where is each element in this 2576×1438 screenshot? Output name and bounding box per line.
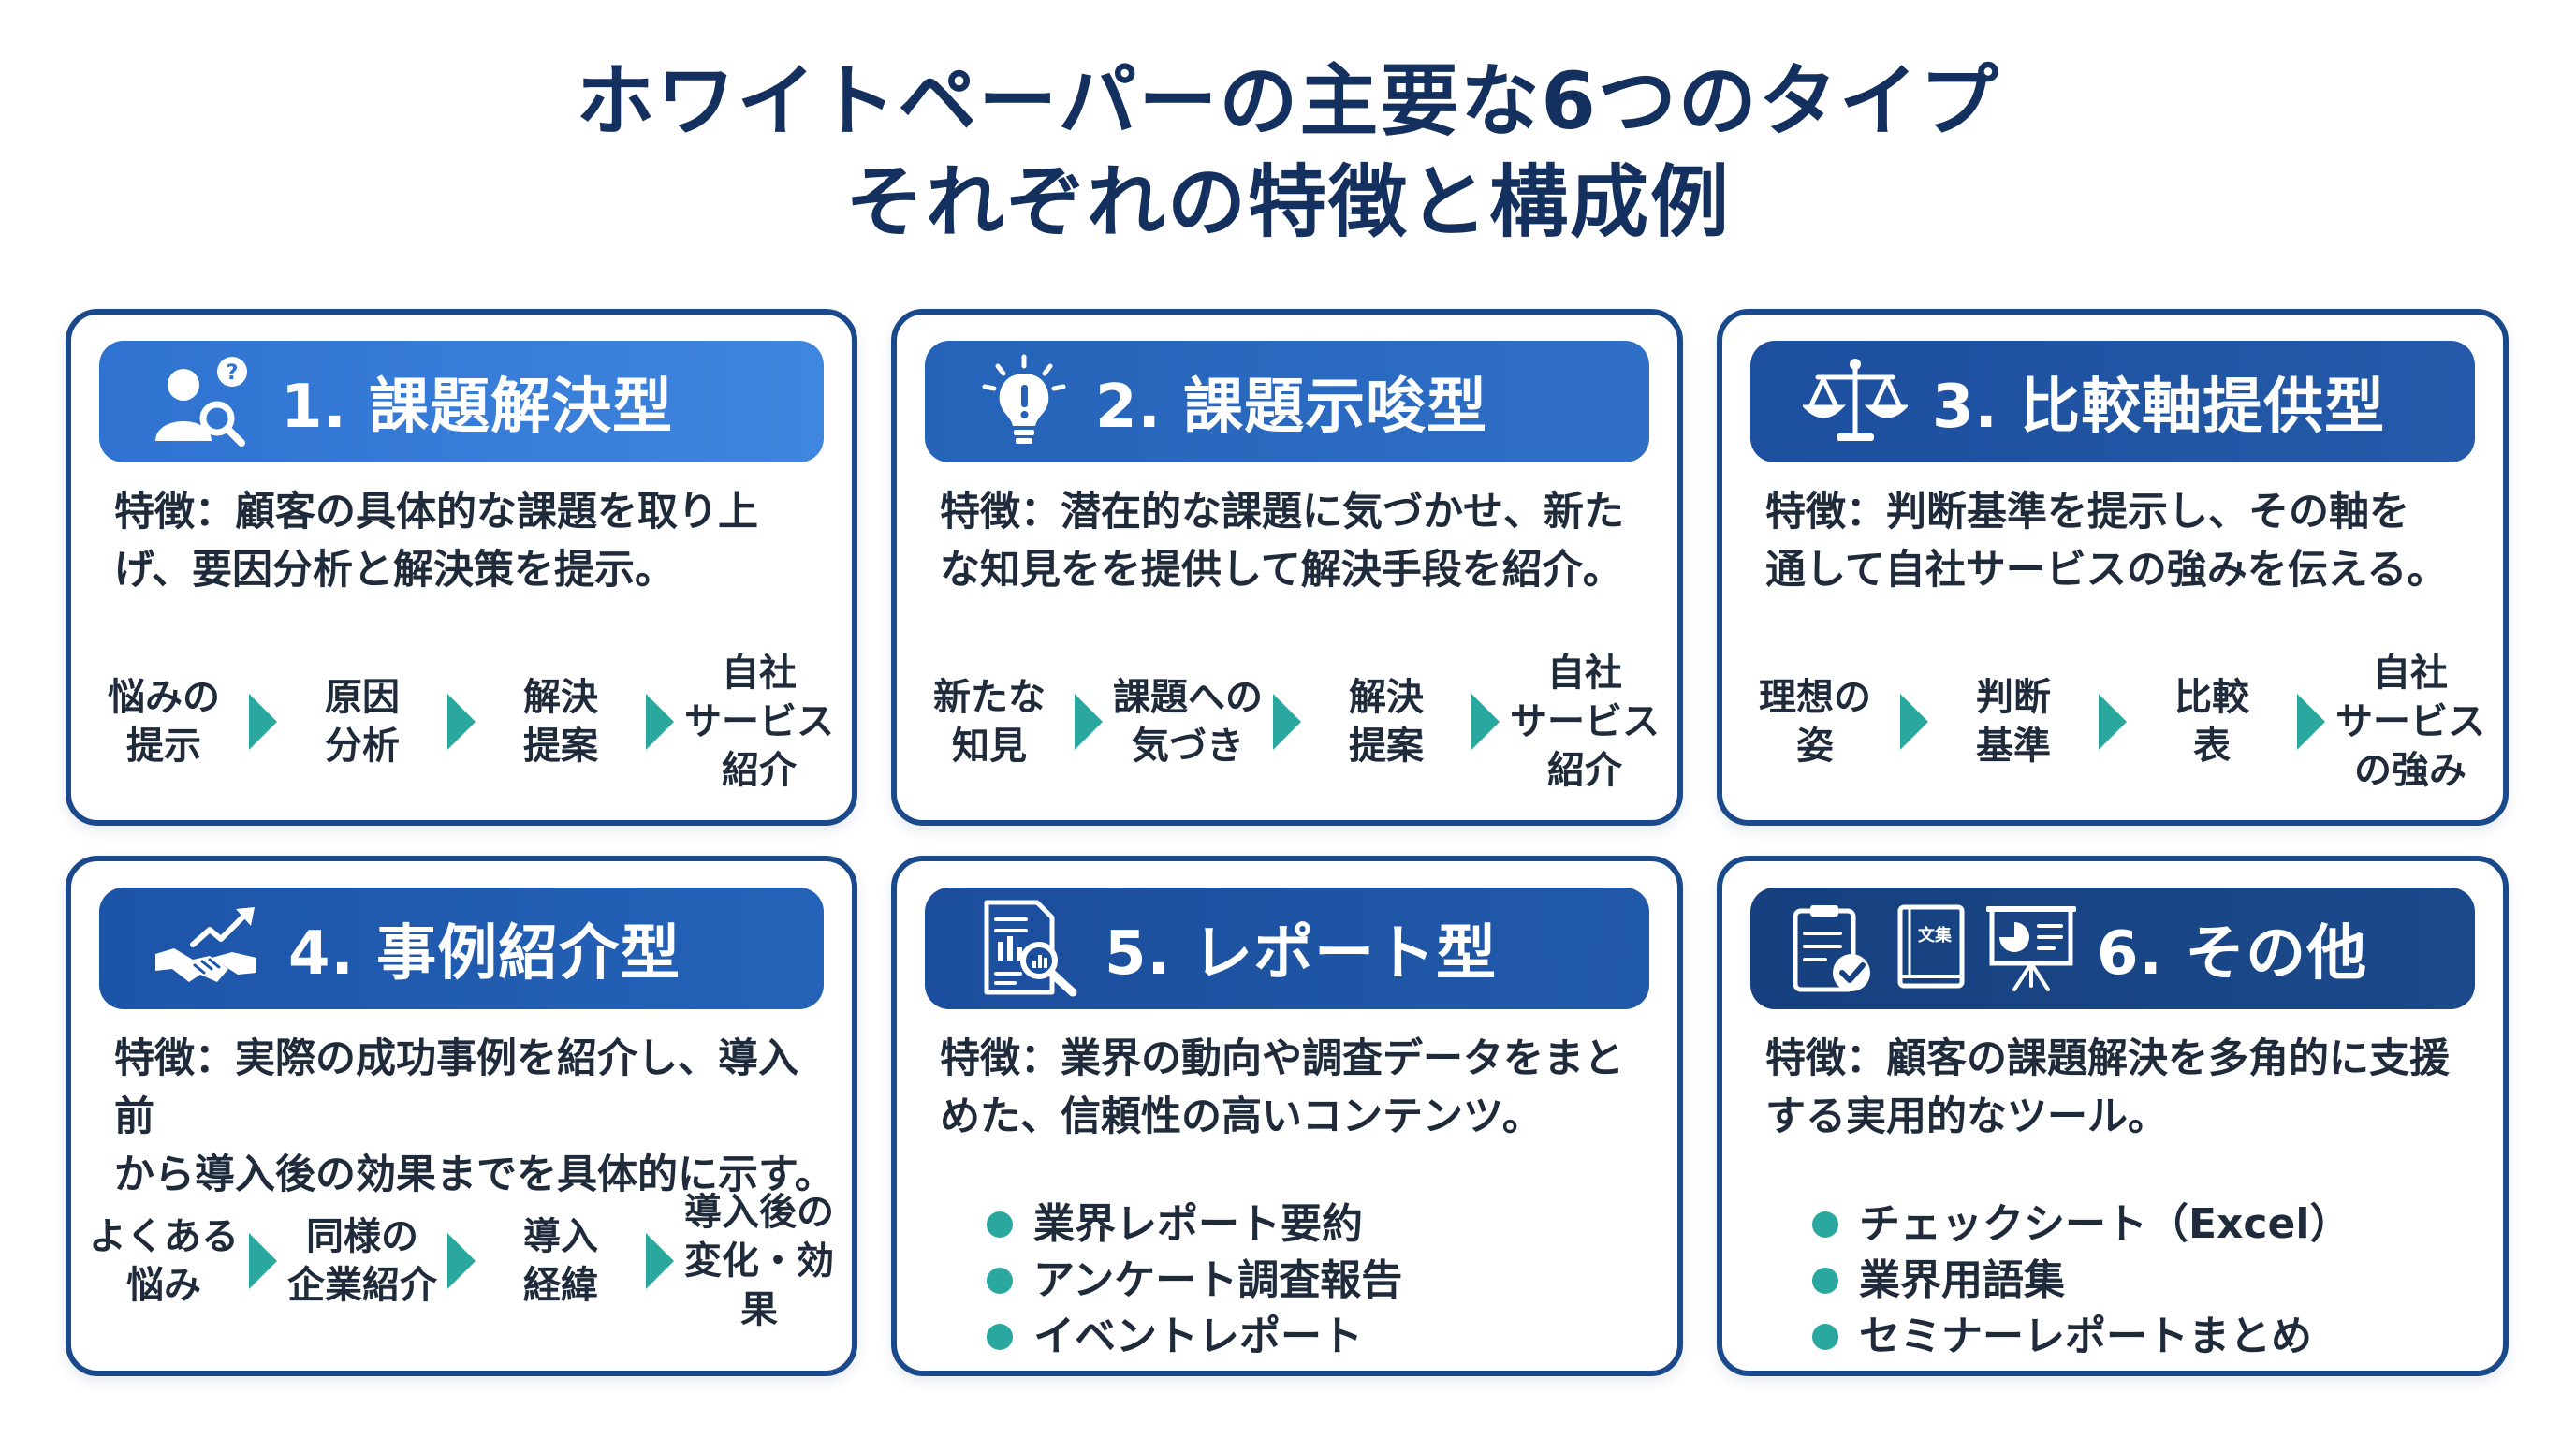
card-banner: 2. 課題示唆型 [925, 341, 1649, 462]
flow-arrow-icon [447, 694, 476, 750]
card-problem-suggestion: 2. 課題示唆型 特徴：潜在的な課題に気づかせ、新たな知見をを提供して解決手段を… [891, 309, 1683, 826]
flow-step: 解決 提案 [1349, 676, 1424, 768]
card-description: 特徴：顧客の課題解決を多角的に支援する実用的なツール。 [1765, 1035, 2450, 1140]
card-description: 特徴：判断基準を提示し、その軸を通して自社サービスの強みを伝える。 [1765, 489, 2448, 594]
flow-steps: よくある 悩み 同様の 企業紹介 導入 経緯 導入後の 変化・効果 [80, 1191, 842, 1331]
list-item: チェックシート（Excel） [1812, 1196, 2350, 1253]
card-title: 4. 事例紹介型 [288, 919, 681, 989]
flow-step: 理想の 姿 [1759, 676, 1871, 768]
card-description: 特徴：潜在的な課題に気づかせ、新たな知見をを提供して解決手段を紹介。 [940, 489, 1624, 594]
card-description: 特徴：業界の動向や調査データをまとめた、信頼性の高いコンテンツ。 [940, 1035, 1624, 1140]
list-item: イベントレポート [987, 1309, 1402, 1365]
flow-step: 導入 経緯 [523, 1215, 598, 1307]
flow-arrow-icon [646, 1233, 674, 1289]
bullet-dot-icon [987, 1268, 1013, 1294]
flow-step: 比較 表 [2174, 676, 2249, 768]
card-description: 特徴：顧客の具体的な課題を取り上げ、要因分析と解決策を提示。 [114, 489, 758, 594]
card-report: 5. レポート型 特徴：業界の動向や調査データをまとめた、信頼性の高いコンテンツ… [891, 856, 1683, 1376]
glossary-book-icon: 文集 [1897, 904, 1965, 989]
flow-step: 課題への 気づき [1113, 676, 1263, 768]
card-banner: ? 1. 課題解決型 [99, 341, 824, 462]
flow-arrow-icon [2297, 694, 2325, 750]
flow-step: よくある 悩み [89, 1215, 239, 1307]
card-banner: 3. 比較軸提供型 [1750, 341, 2475, 462]
flow-step: 判断 基準 [1976, 676, 2051, 768]
card-banner: 4. 事例紹介型 [99, 888, 824, 1009]
list-item: 業界用語集 [1812, 1253, 2350, 1309]
card-title: 5. レポート型 [1105, 919, 1498, 989]
handshake-growth-icon [155, 907, 256, 982]
list-item: アンケート調査報告 [987, 1253, 1402, 1309]
flow-step: 導入後の 変化・効果 [684, 1191, 834, 1331]
book-label: 文集 [1918, 925, 1953, 946]
flow-arrow-icon [646, 694, 674, 750]
card-case-study: 4. 事例紹介型 特徴：実際の成功事例を紹介し、導入前から導入後の効果までを具体… [66, 856, 857, 1376]
flow-step: 自社 サービス 紹介 [1510, 652, 1660, 792]
person-question-magnifier-icon: ? [155, 357, 247, 447]
card-title: 6. その他 [2097, 919, 2368, 989]
card-banner: 5. レポート型 [925, 888, 1649, 1009]
flow-step: 新たな 知見 [933, 676, 1046, 768]
svg-text:?: ? [227, 361, 239, 385]
card-banner: 文集 6. その他 [1750, 888, 2475, 1009]
card-title: 3. 比較軸提供型 [1932, 373, 2386, 442]
card-other: 文集 6. その他 特徴：顧客の課題解決を多角的に支援する実用的なツール。 チェ… [1717, 856, 2509, 1376]
report-magnifier-icon [984, 900, 1077, 997]
flow-arrow-icon [1900, 694, 1928, 750]
flow-step: 同様の 企業紹介 [287, 1215, 437, 1307]
flow-step: 悩みの 提示 [108, 676, 220, 768]
flow-step: 自社 サービス 紹介 [684, 652, 834, 792]
bullet-list: 業界レポート要約 アンケート調査報告 イベントレポート [987, 1196, 1402, 1365]
title-line-2: それぞれの特徴と構成例 [844, 156, 1731, 249]
flow-steps: 悩みの 提示 原因 分析 解決 提案 自社 サービス 紹介 [80, 652, 842, 792]
flow-arrow-icon [249, 694, 277, 750]
flow-steps: 理想の 姿 判断 基準 比較 表 自社 サービス の強み [1732, 652, 2494, 792]
card-description: 特徴：実際の成功事例を紹介し、導入前から導入後の効果までを具体的に示す。 [114, 1035, 835, 1198]
flow-arrow-icon [447, 1233, 476, 1289]
card-comparison-axis: 3. 比較軸提供型 特徴：判断基準を提示し、その軸を通して自社サービスの強みを伝… [1717, 309, 2509, 826]
card-title: 1. 課題解決型 [281, 373, 674, 442]
bullet-dot-icon [987, 1211, 1013, 1238]
lightbulb-icon [982, 354, 1066, 444]
flow-steps: 新たな 知見 課題への 気づき 解決 提案 自社 サービス 紹介 [906, 652, 1668, 792]
page-title: ホワイトペーパーの主要な6つのタイプ それぞれの特徴と構成例 [0, 58, 2576, 246]
flow-arrow-icon [1273, 694, 1301, 750]
list-item: セミナーレポートまとめ [1812, 1309, 2350, 1365]
presentation-board-icon [1986, 906, 2076, 991]
flow-arrow-icon [1471, 694, 1500, 750]
balance-scale-icon [1803, 359, 1908, 441]
checklist-icon [1793, 905, 1870, 992]
flow-step: 自社 サービス の強み [2335, 652, 2485, 792]
bullet-dot-icon [1812, 1268, 1838, 1294]
card-title: 2. 課題示唆型 [1095, 373, 1488, 442]
flow-step: 解決 提案 [523, 676, 598, 768]
flow-arrow-icon [2099, 694, 2127, 750]
bullet-dot-icon [987, 1324, 1013, 1350]
flow-arrow-icon [1075, 694, 1103, 750]
flow-arrow-icon [249, 1233, 277, 1289]
card-problem-solving: ? 1. 課題解決型 特徴：顧客の具体的な課題を取り上げ、要因分析と解決策を提示… [66, 309, 857, 826]
bullet-dot-icon [1812, 1211, 1838, 1238]
title-line-1: ホワイトペーパーの主要な6つのタイプ [576, 55, 2000, 147]
flow-step: 原因 分析 [325, 676, 400, 768]
bullet-dot-icon [1812, 1324, 1838, 1350]
bullet-list: チェックシート（Excel） 業界用語集 セミナーレポートまとめ [1812, 1196, 2350, 1365]
list-item: 業界レポート要約 [987, 1196, 1402, 1253]
